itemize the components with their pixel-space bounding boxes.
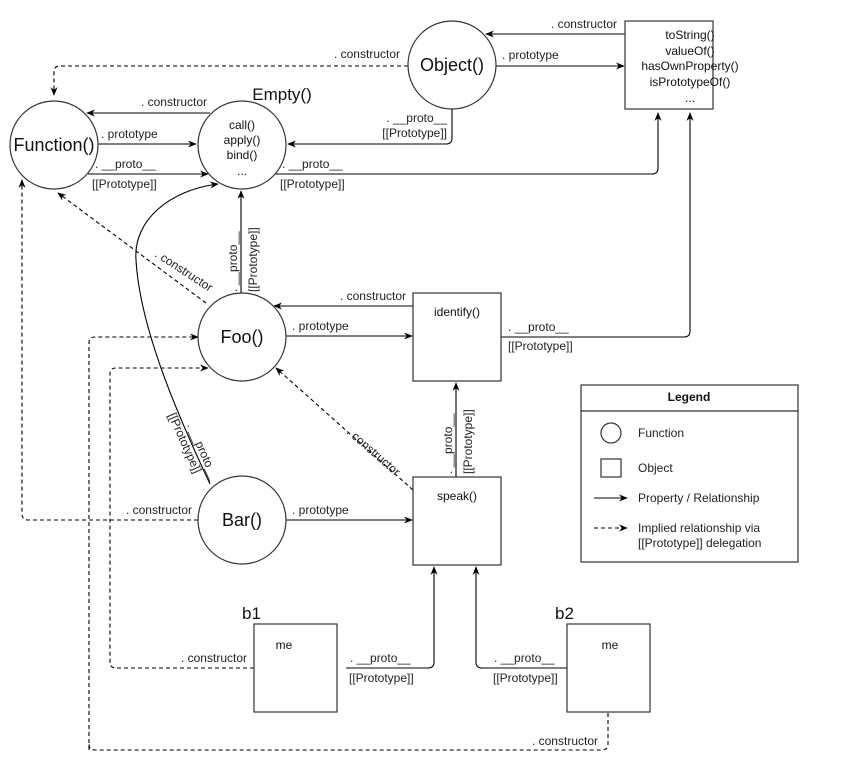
b2-title: b2 [555, 604, 574, 623]
label-identify-proto-internal: [[Prototype]] [508, 339, 573, 353]
label-speak-proto-internal: [[Prototype]] [461, 409, 475, 474]
label-speak-constructor: . constructor [344, 425, 403, 479]
label-function-proto-internal: [[Prototype]] [92, 177, 157, 191]
node-empty: Empty() call() apply() bind() ... [197, 85, 312, 190]
label-b2-proto: . __proto__ [494, 651, 555, 665]
edge-b2-constructor-foo [88, 333, 199, 750]
edge-object-proto-empty [287, 109, 453, 148]
b2-member: me [602, 638, 619, 652]
label-objproto-constructor: . constructor [551, 17, 617, 31]
label-b1-proto: . __proto__ [350, 651, 411, 665]
edge-b1-constructor-foo [109, 364, 254, 669]
label-bar-constructor: . constructor [126, 503, 192, 517]
legend-object-label: Object [638, 461, 673, 475]
label-foo-proto-internal: [[Prototype]] [246, 227, 260, 292]
objproto-member-more: ... [685, 91, 695, 105]
bar-label: Bar() [222, 510, 262, 530]
label-empty-constructor: . constructor [141, 95, 207, 109]
edge-b1-proto-speak [346, 566, 438, 669]
node-identify: identify() [412, 292, 502, 382]
empty-member-bind: bind() [227, 148, 258, 162]
identify-box [412, 292, 502, 382]
label-foo-prototype: . prototype [292, 319, 349, 333]
b2-box [566, 623, 651, 713]
edge-b2-proto-speak [472, 566, 567, 669]
speak-label: speak() [437, 489, 477, 503]
node-object-prototype: toString() valueOf() hasOwnProperty() is… [624, 20, 739, 110]
foo-label: Foo() [220, 327, 263, 347]
edge-identify-proto-objproto [500, 112, 694, 338]
object-circle [407, 20, 497, 110]
object-label: Object() [420, 55, 484, 75]
legend-object-icon [600, 458, 622, 478]
label-function-prototype: . prototype [101, 127, 158, 141]
label-b2-proto-internal: [[Prototype]] [493, 671, 558, 685]
empty-member-apply: apply() [224, 133, 261, 147]
edge-empty-proto-objproto [272, 112, 662, 175]
b1-title: b1 [242, 604, 261, 623]
edge-bar-proto-empty [135, 181, 219, 485]
objproto-member-hasownproperty: hasOwnProperty() [641, 59, 738, 73]
objproto-member-isprototypeof: isPrototypeOf() [650, 75, 731, 89]
function-label: Function() [13, 135, 94, 155]
label-object-constructor: . constructor [334, 47, 400, 61]
legend-implied-label-2: [[Prototype]] delegation [638, 536, 761, 550]
node-b2: b2 me [555, 604, 651, 713]
node-foo: Foo() [197, 292, 287, 382]
label-object-prototype: . prototype [502, 48, 559, 62]
b1-member: me [276, 638, 293, 652]
function-circle [9, 100, 99, 190]
legend-title: Legend [668, 390, 711, 404]
label-b2-constructor: . constructor [532, 734, 598, 748]
legend-function-label: Function [638, 426, 684, 440]
legend: Legend Function Object Property / Relati… [580, 384, 799, 563]
label-empty-proto: . __proto__ [282, 157, 343, 171]
edge-speak-constructor-foo [275, 367, 414, 491]
label-b1-proto-internal: [[Prototype]] [349, 671, 414, 685]
identify-label: identify() [434, 305, 480, 319]
node-b1: b1 me [242, 604, 338, 713]
label-bar-prototype: . prototype [292, 503, 349, 517]
edge-object-constructor-function [50, 65, 408, 96]
label-function-proto: . __proto__ [95, 157, 156, 171]
node-bar: Bar() [197, 475, 287, 565]
bar-circle [197, 475, 287, 565]
label-identify-constructor: . constructor [340, 289, 406, 303]
edge-bar-constructor-function [18, 179, 198, 521]
node-function: Function() [9, 100, 99, 190]
node-speak: speak() [412, 476, 502, 566]
speak-box [412, 476, 502, 566]
empty-title: Empty() [252, 85, 312, 104]
label-identify-proto: . __proto__ [508, 320, 569, 334]
edge-foo-constructor-function [57, 192, 207, 304]
objproto-member-tostring: toString() [665, 28, 714, 42]
legend-function-icon [600, 422, 622, 444]
label-object-proto-internal: [[Prototype]] [382, 126, 447, 140]
foo-circle [197, 292, 287, 382]
label-foo-constructor: . constructor [152, 247, 215, 295]
empty-circle [197, 100, 287, 190]
empty-member-call: call() [229, 118, 255, 132]
label-object-proto: . __proto__ [386, 111, 447, 125]
empty-member-more: ... [237, 164, 247, 178]
label-foo-proto: . __proto__ [226, 231, 240, 292]
label-speak-proto: . __proto__ [441, 413, 455, 474]
object-prototype-box [624, 20, 714, 110]
label-empty-proto-internal: [[Prototype]] [280, 177, 345, 191]
objproto-member-valueof: valueOf() [665, 44, 714, 58]
b1-box [253, 623, 338, 713]
legend-property-label: Property / Relationship [638, 491, 760, 505]
node-object: Object() [407, 20, 497, 110]
edge-b2-constructor-line [88, 713, 609, 751]
legend-implied-label-1: Implied relationship via [638, 521, 760, 535]
label-b1-constructor: . constructor [181, 651, 247, 665]
